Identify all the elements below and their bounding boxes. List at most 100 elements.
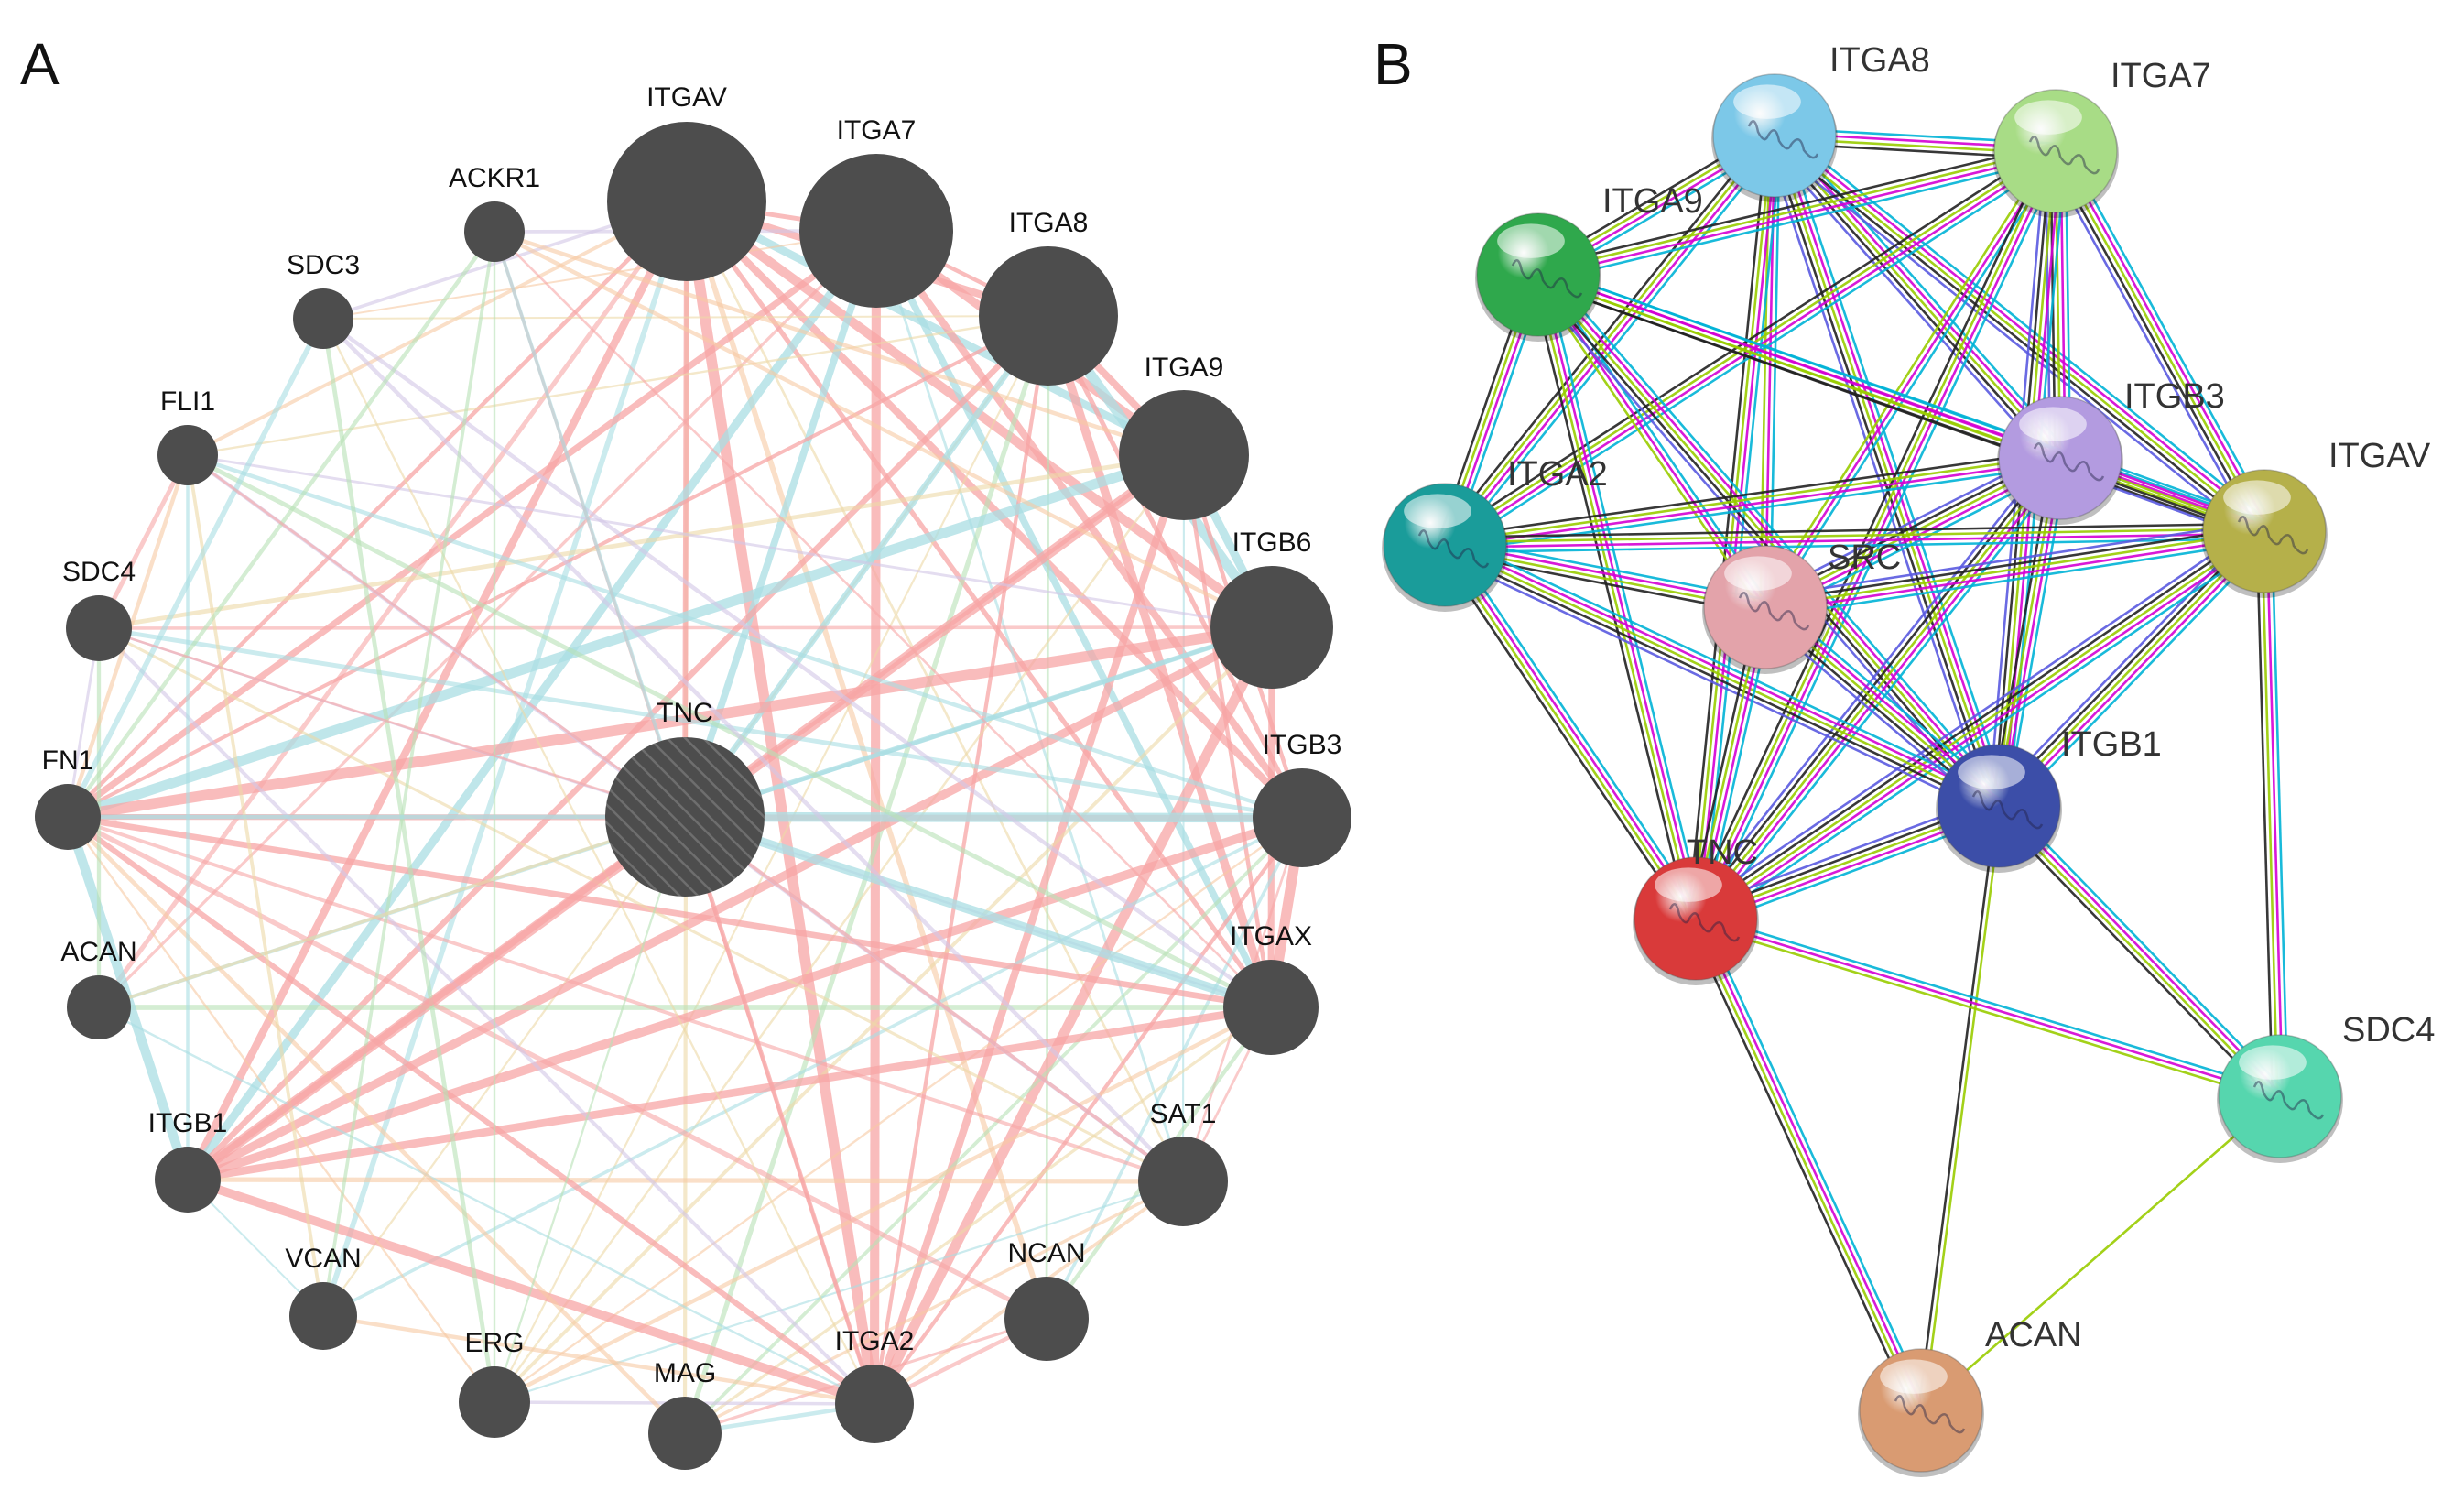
edge-itgax-sdc3 (321, 317, 1273, 1009)
node-itga2[interactable]: ITGA2 (1382, 455, 1608, 612)
node-highlight-itgb1 (1958, 755, 2025, 789)
edge-itgax-itgb1 (187, 1003, 1272, 1184)
edge-itga8-itgb1 (1764, 132, 2010, 810)
node-structure-itga8 (1747, 120, 1819, 159)
node-mag[interactable]: MAG (648, 1358, 722, 1470)
edge-itga2-fn1 (66, 814, 876, 1407)
node-itgb1[interactable]: ITGB1 (148, 1108, 228, 1213)
edge-itga8-sdc3 (322, 315, 1049, 320)
edge-itgav-sdc4 (2255, 530, 2289, 1097)
edge-itgb6-fn1 (67, 622, 1273, 822)
node-vcan[interactable]: VCAN (285, 1244, 362, 1350)
node-sdc3[interactable]: SDC3 (287, 250, 360, 349)
node-label-itga8: ITGA8 (1009, 208, 1089, 238)
edge-itgb6-itga2 (870, 625, 1276, 1407)
node-circle-itgax (1223, 960, 1319, 1055)
edge-itgav-fn1 (66, 200, 689, 819)
node-structure-itga7 (2028, 136, 2100, 175)
edge-itgb3-tnc (684, 811, 1303, 823)
node-label-tnc: TNC (1687, 833, 1758, 872)
node-circle-itgb1 (155, 1147, 221, 1213)
node-highlight-itgav (2223, 480, 2291, 515)
edge-itga7-sdc3 (322, 230, 877, 320)
node-src[interactable]: SRC (1702, 538, 1901, 674)
node-itga7[interactable]: ITGA7 (1992, 57, 2211, 218)
node-itgb6[interactable]: ITGB6 (1210, 528, 1333, 689)
node-itga7[interactable]: ITGA7 (799, 115, 953, 308)
edge-sat1-mag (684, 1180, 1184, 1435)
node-highlight-itga9 (1497, 223, 1565, 258)
edge-itga2-sdc3 (321, 318, 876, 1405)
node-itgax[interactable]: ITGAX (1223, 921, 1319, 1055)
edge-tnc-acan (1688, 915, 1929, 1414)
edge-itgb1-tnc (185, 814, 688, 1182)
node-label-mag: MAG (654, 1358, 716, 1388)
node-circle-fn1 (35, 784, 101, 850)
edge-itgav-itgb3 (684, 199, 1305, 821)
edge-itgb1-sdc4 (1992, 800, 2286, 1103)
edge-sat1-itgb1 (187, 1177, 1184, 1184)
edge-itga9-src (1533, 271, 1771, 611)
node-circle-acan (67, 975, 131, 1039)
node-itgb3[interactable]: ITGB3 (1253, 730, 1351, 867)
node-circle-ncan (1004, 1277, 1089, 1361)
node-erg[interactable]: ERG (459, 1328, 530, 1438)
node-itgb3[interactable]: ITGB3 (1997, 377, 2225, 525)
node-structure-acan (1894, 1395, 1966, 1434)
edge-itgb6-ackr1 (494, 230, 1273, 629)
node-tnc[interactable]: TNC (605, 698, 765, 897)
edge-itga7-tnc (681, 229, 880, 819)
edge-itgb6-sdc4 (98, 625, 1273, 630)
node-itgb1[interactable]: ITGB1 (1936, 725, 2162, 873)
edge-itgax-erg (493, 1005, 1273, 1405)
panel-a: A ITGAVITGA7ITGA8ITGA9ITGB6ITGB3ITGAXSAT… (20, 31, 1351, 1470)
node-highlight-itgb3 (2019, 407, 2087, 441)
edge-itgax-fli1 (186, 452, 1273, 1010)
edge-itga2-tnc (682, 816, 877, 1405)
node-acan[interactable]: ACAN (1858, 1316, 2082, 1477)
node-label-itgb3: ITGB3 (1263, 730, 1342, 760)
node-itgav[interactable]: ITGAV (607, 82, 766, 281)
node-itga2[interactable]: ITGA2 (835, 1326, 915, 1443)
node-circle-sat1 (1138, 1137, 1228, 1226)
node-label-erg: ERG (464, 1328, 524, 1358)
node-circle-itga7 (799, 154, 953, 308)
node-fli1[interactable]: FLI1 (157, 386, 218, 485)
node-circle-itgb6 (1210, 566, 1333, 689)
node-itga8[interactable]: ITGA8 (1711, 41, 1930, 202)
node-itga9[interactable]: ITGA9 (1475, 182, 1703, 342)
edge-itgb6-fli1 (187, 453, 1273, 629)
node-label-itga8: ITGA8 (1829, 41, 1930, 80)
edge-itga8-itgb3 (1765, 127, 2069, 466)
node-circle-erg (459, 1366, 530, 1438)
panel-a-edges (63, 197, 1308, 1436)
edge-itgb3-mag (683, 816, 1304, 1435)
edge-itgav-itgb1 (1991, 523, 2273, 814)
edge-sat1-tnc (683, 815, 1185, 1183)
edge-itga7-itga9 (1536, 142, 2058, 284)
edge-itgav-itga9 (685, 198, 1186, 459)
node-fn1[interactable]: FN1 (35, 745, 101, 850)
node-label-itga2: ITGA2 (1507, 455, 1608, 494)
node-sdc4[interactable]: SDC4 (2217, 1011, 2435, 1163)
node-label-itga2: ITGA2 (835, 1326, 915, 1356)
edge-itga9-itgav (1535, 266, 2268, 540)
node-circle-sdc3 (293, 288, 353, 349)
node-sat1[interactable]: SAT1 (1138, 1099, 1228, 1226)
node-ncan[interactable]: NCAN (1004, 1238, 1089, 1361)
edge-itgav-tnc (1689, 521, 2271, 929)
node-itgav[interactable]: ITGAV (2201, 437, 2431, 598)
edge-sdc4-acan (1920, 1095, 2281, 1411)
node-itga8[interactable]: ITGA8 (979, 208, 1118, 386)
edge-itgb3-itga2 (1443, 449, 2062, 554)
edge-itgb3-fli1 (187, 452, 1303, 821)
node-tnc[interactable]: TNC (1633, 833, 1759, 985)
node-itga9[interactable]: ITGA9 (1119, 353, 1249, 520)
node-sdc4[interactable]: SDC4 (62, 557, 136, 661)
node-acan[interactable]: ACAN (60, 937, 137, 1039)
node-ackr1[interactable]: ACKR1 (449, 163, 540, 262)
edge-itgb1-acan (1916, 805, 2003, 1411)
